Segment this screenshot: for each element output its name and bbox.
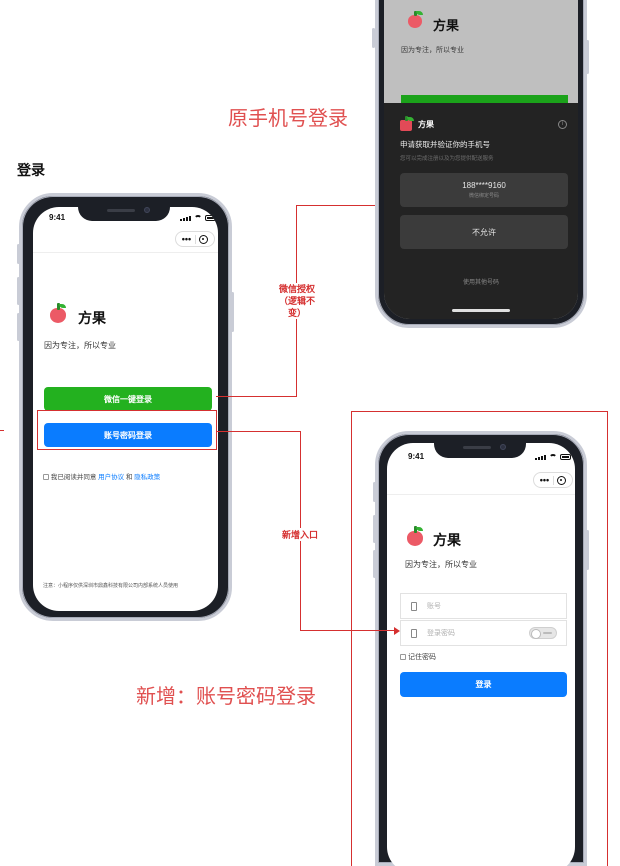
- home-indicator: [452, 309, 510, 312]
- slogan: 因为专注，所以专业: [401, 47, 464, 54]
- nav-divider: [33, 252, 218, 253]
- apple-logo-icon: [408, 10, 423, 28]
- password-field[interactable]: 登录密码: [400, 620, 567, 646]
- slogan: 因为专注，所以专业: [405, 560, 477, 569]
- use-wechat-phone-button[interactable]: 188****9160 微信绑定号码: [400, 173, 568, 207]
- checkbox-icon[interactable]: [43, 474, 49, 481]
- password-placeholder: 登录密码: [427, 630, 455, 637]
- capsule-divider: [194, 234, 196, 244]
- status-time: 9:41: [408, 452, 425, 461]
- caption-new-password-login: 新增：账号密码登录: [136, 686, 316, 708]
- and-text: 和: [125, 474, 133, 481]
- side-button: [373, 515, 376, 543]
- phone-icon: [411, 601, 417, 611]
- battery-icon: [560, 454, 571, 460]
- phone-top-screen: 方果 因为专注，所以专业 方果 i 申请获取并验证你的手机号 您可以完成注册以及…: [384, 0, 578, 319]
- slogan: 因为专注，所以专业: [44, 341, 116, 350]
- brand-name: 方果: [78, 310, 106, 326]
- dimmed-green-button: [401, 95, 568, 105]
- lock-icon: [411, 628, 417, 638]
- side-button: [231, 292, 234, 332]
- menu-capsule[interactable]: •••: [533, 472, 573, 488]
- app-icon: [400, 116, 414, 131]
- section-title: 登录: [17, 162, 45, 178]
- signal-icon: [535, 454, 546, 460]
- sheet-title: 申请获取并验证你的手机号: [400, 140, 490, 149]
- caption-original-phone-login: 原手机号登录: [228, 108, 348, 130]
- user-agreement-link[interactable]: 用户协议: [98, 474, 125, 481]
- target-icon[interactable]: [557, 475, 567, 485]
- remember-row: 记住密码: [400, 652, 436, 662]
- apple-logo-icon: [50, 303, 66, 323]
- deny-button[interactable]: 不允许: [400, 215, 568, 249]
- wifi-icon: [194, 215, 202, 221]
- footer-note: 注意：小程序仅供深圳市鼎鑫科技有限公司内部系统人员使用: [43, 583, 179, 589]
- deny-label: 不允许: [472, 227, 496, 237]
- battery-icon: [205, 215, 216, 221]
- side-button: [586, 530, 589, 570]
- connector-line: [300, 630, 396, 631]
- annotation-new-entry: 新增入口: [274, 528, 326, 541]
- highlight-new-page: [351, 411, 608, 866]
- side-button: [373, 482, 376, 502]
- notch: [434, 441, 526, 458]
- status-icons: [180, 215, 216, 221]
- wifi-icon: [549, 454, 557, 460]
- camera: [144, 207, 150, 213]
- connector-line: [216, 396, 297, 397]
- camera: [500, 444, 506, 450]
- arrow-head: [394, 627, 400, 635]
- phone-number-hint: 微信绑定号码: [468, 193, 499, 199]
- connector-line: [0, 430, 4, 431]
- login-button[interactable]: 登录: [400, 672, 567, 697]
- speaker: [463, 446, 491, 449]
- sheet-subtitle: 您可以完成注册以及为您提供配送服务: [400, 156, 494, 162]
- side-button: [17, 244, 20, 264]
- remember-label: 记住密码: [407, 654, 436, 661]
- sheet-app-name: 方果: [418, 120, 434, 129]
- side-button: [373, 550, 376, 578]
- capsule-divider: [552, 475, 554, 485]
- signal-icon: [180, 215, 191, 221]
- phone-left-screen: 9:41 ••• 方果 因为专注，所以专业 微信一键登录 账号密码登录 我已阅读…: [33, 207, 218, 611]
- phone-right-frame: 9:41 ••• 方果 因为专注，所以专业 账号 登录密码 记住密码 登录: [375, 431, 587, 866]
- use-other-number-link[interactable]: 使用其他号码: [462, 280, 499, 286]
- connector-line: [217, 431, 301, 432]
- target-icon[interactable]: [199, 234, 209, 244]
- wechat-login-button[interactable]: 微信一键登录: [44, 387, 212, 411]
- side-button: [586, 40, 589, 74]
- more-dots-icon[interactable]: •••: [181, 233, 192, 244]
- side-button: [17, 277, 20, 305]
- info-icon[interactable]: i: [558, 120, 567, 129]
- agreement-row: 我已阅读并同意 用户协议 和 隐私政策: [43, 471, 160, 481]
- nav-divider: [387, 494, 575, 495]
- brand-name: 方果: [433, 18, 460, 33]
- notch: [78, 204, 170, 221]
- side-button: [372, 28, 375, 48]
- status-time: 9:41: [49, 213, 66, 222]
- account-placeholder: 账号: [427, 603, 441, 610]
- apple-logo-icon: [407, 526, 423, 546]
- auth-sheet: 方果 i 申请获取并验证你的手机号 您可以完成注册以及为您提供配送服务 188*…: [384, 103, 578, 319]
- checkbox-icon[interactable]: [400, 654, 406, 661]
- phone-left-frame: 9:41 ••• 方果 因为专注，所以专业 微信一键登录 账号密码登录 我已阅读…: [19, 193, 232, 621]
- status-icons: [535, 454, 571, 460]
- phone-top-frame: 方果 因为专注，所以专业 方果 i 申请获取并验证你的手机号 您可以完成注册以及…: [375, 0, 587, 328]
- menu-capsule[interactable]: •••: [175, 231, 215, 247]
- agree-prefix: 我已阅读并同意: [50, 474, 97, 481]
- eye-toggle-icon[interactable]: [529, 627, 557, 639]
- side-button: [17, 313, 20, 341]
- more-dots-icon[interactable]: •••: [539, 474, 550, 485]
- annotation-wechat-auth: 微信授权 （逻辑不 变）: [270, 283, 324, 319]
- connector-line: [296, 205, 375, 206]
- brand-name: 方果: [433, 532, 461, 548]
- highlight-password-button: [37, 410, 217, 450]
- speaker: [107, 209, 135, 212]
- phone-number: 188****9160: [462, 181, 506, 190]
- password-login-button[interactable]: 账号密码登录: [44, 423, 212, 447]
- account-field[interactable]: 账号: [400, 593, 567, 619]
- privacy-policy-link[interactable]: 隐私政策: [134, 474, 161, 481]
- phone-right-screen: 9:41 ••• 方果 因为专注，所以专业 账号 登录密码 记住密码 登录: [387, 443, 575, 866]
